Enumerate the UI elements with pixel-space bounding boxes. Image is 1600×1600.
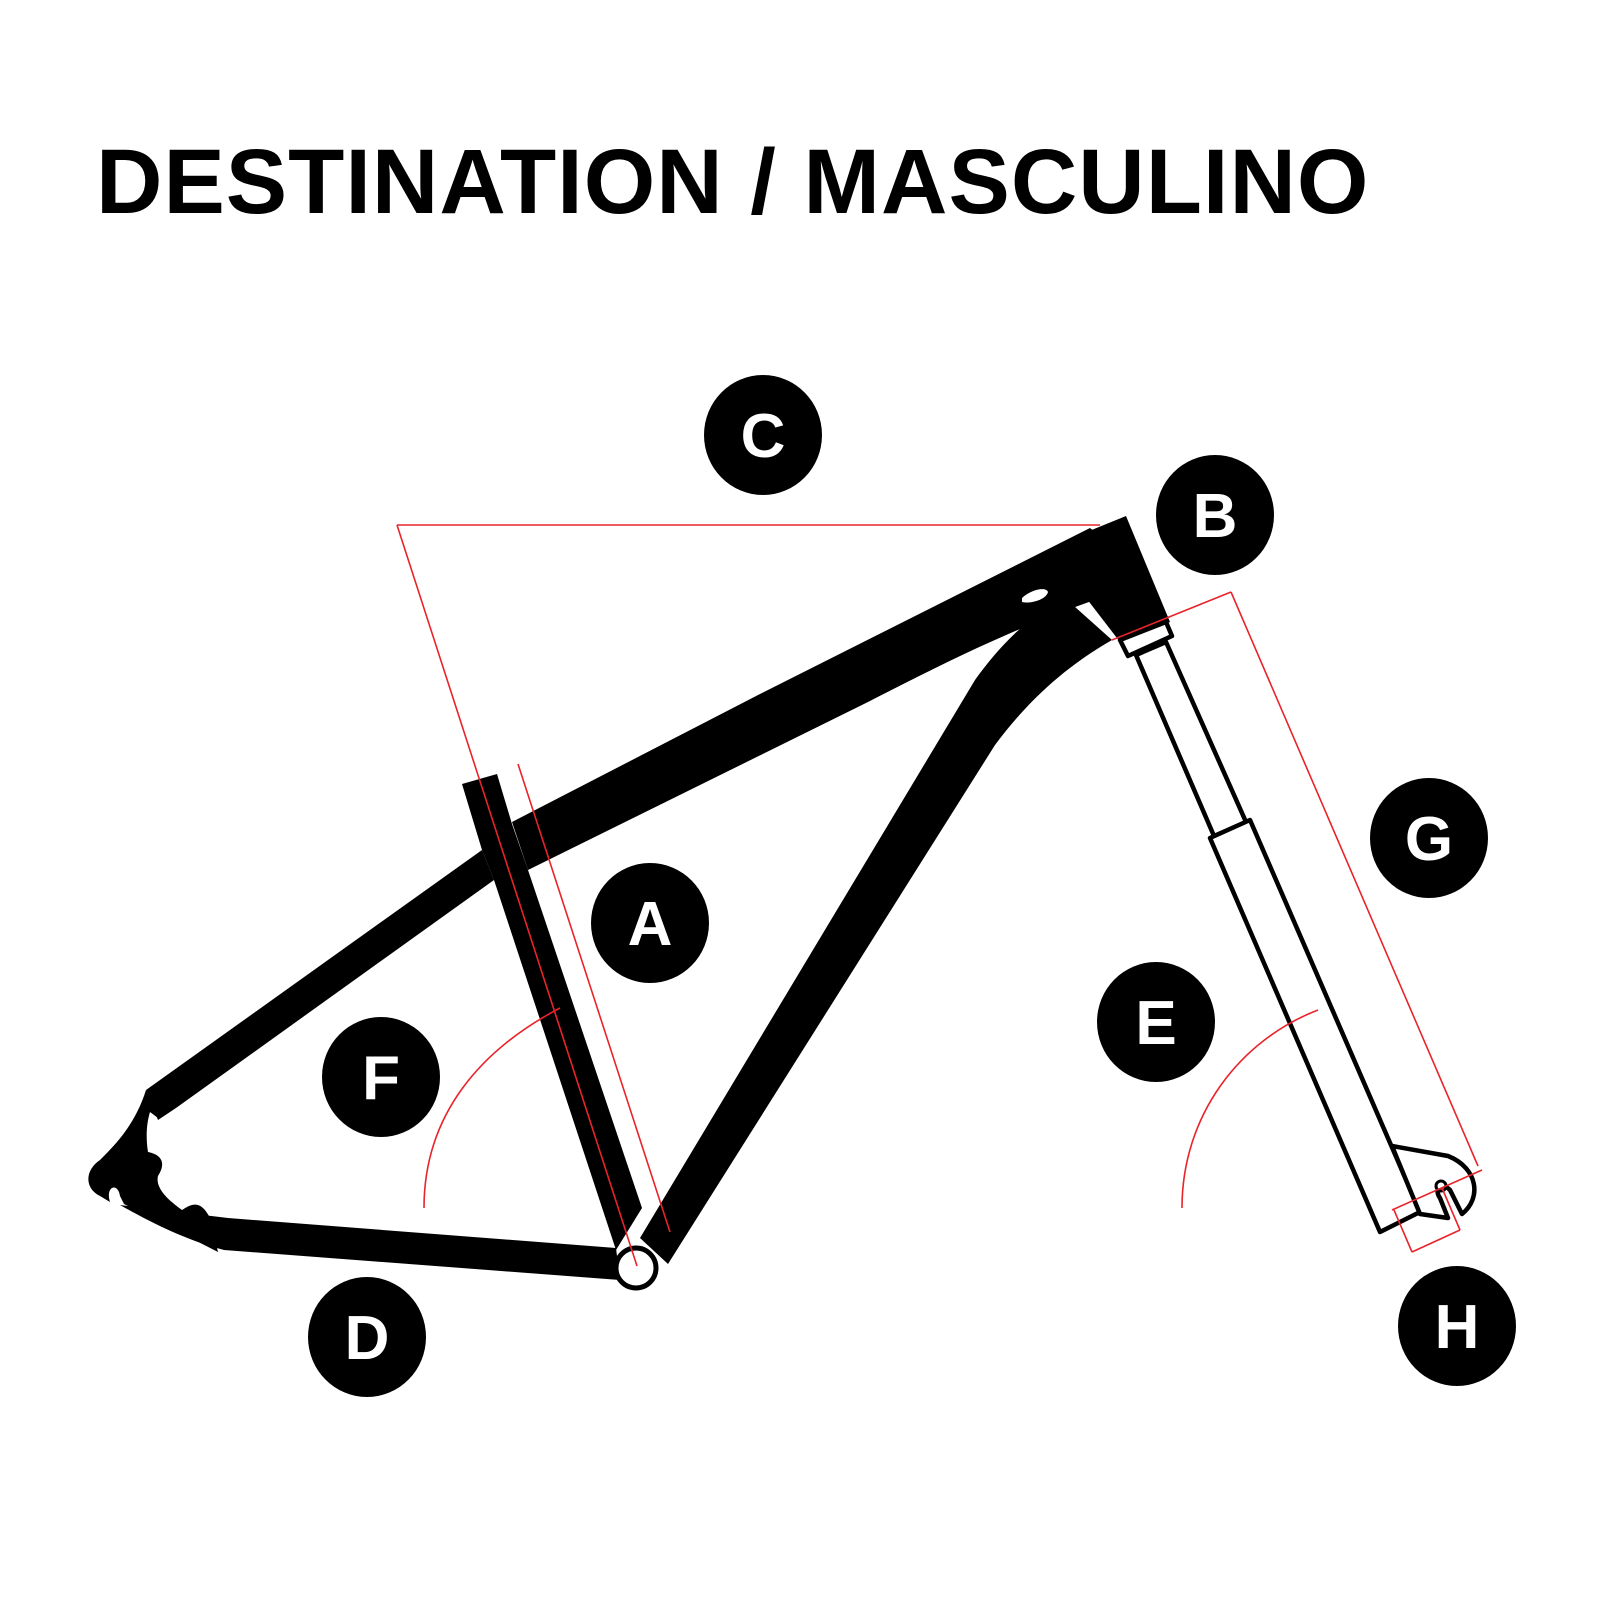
measure-line-h-right (1441, 1187, 1461, 1231)
badge-e: E (1097, 962, 1215, 1082)
head-angle-arc (1181, 1009, 1319, 1209)
seat-angle-arc (423, 1007, 561, 1209)
label-f: F (362, 1044, 400, 1113)
badge-a: A (591, 863, 709, 983)
badge-b: B (1156, 455, 1274, 575)
measure-line-g-end (1391, 1169, 1483, 1211)
label-b: B (1193, 482, 1238, 551)
fork-dropout (1389, 1143, 1477, 1221)
measure-line-a (517, 763, 671, 1233)
seat-stay (146, 850, 494, 1120)
measure-line-h-bottom (1411, 1229, 1461, 1253)
label-c: C (741, 402, 786, 471)
measure-line-h-left (1393, 1209, 1413, 1253)
label-d: D (345, 1304, 390, 1373)
fork-crown (1117, 619, 1175, 659)
measurement-lines (396, 524, 1483, 1267)
measure-line-b-extension (1111, 591, 1232, 641)
head-tube (1072, 516, 1170, 642)
bottom-bracket (613, 1245, 659, 1291)
rear-dropout (88, 1090, 218, 1252)
badge-c: C (704, 375, 822, 495)
page-title: DESTINATION / MASCULINO (96, 131, 1370, 233)
label-h: H (1435, 1293, 1480, 1362)
label-e: E (1135, 989, 1176, 1058)
badge-f: F (322, 1017, 440, 1137)
label-a: A (628, 890, 673, 959)
fork-stanchion (1133, 639, 1249, 839)
suspension-fork (1117, 619, 1477, 1235)
measure-line-g (1230, 591, 1479, 1167)
label-g: G (1405, 805, 1453, 874)
fork-lower-leg (1207, 817, 1423, 1235)
cable-port (1022, 589, 1048, 603)
badge-h: H (1398, 1266, 1516, 1386)
badge-d: D (308, 1277, 426, 1397)
down-tube (640, 598, 1112, 1264)
top-tube (512, 528, 1125, 870)
badge-g: G (1370, 778, 1488, 898)
measure-line-c-drop (396, 524, 638, 1267)
chain-stay (120, 1205, 620, 1280)
